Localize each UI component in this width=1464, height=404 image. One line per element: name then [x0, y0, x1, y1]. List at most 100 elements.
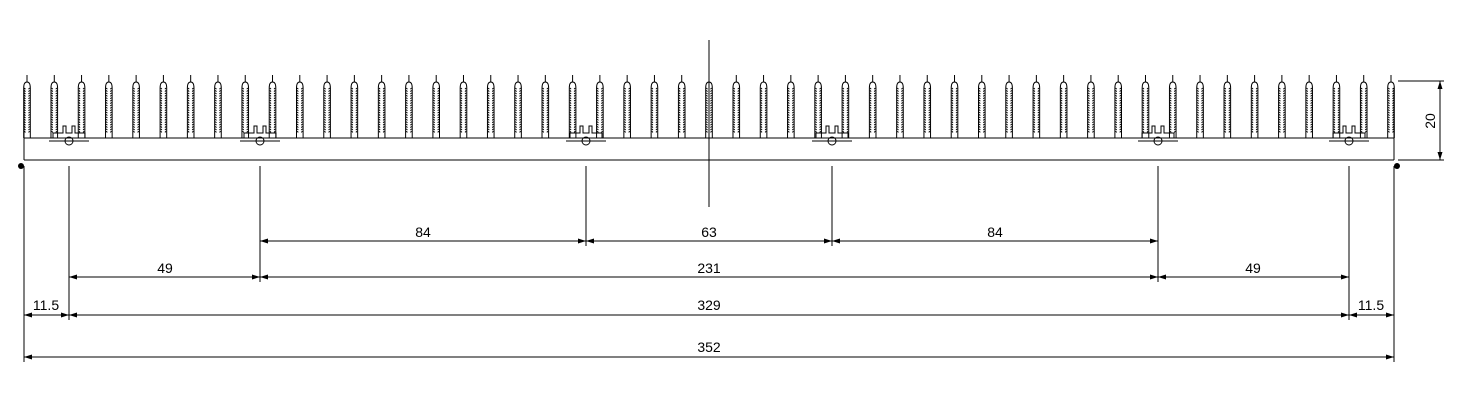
mounting-slot [243, 125, 277, 138]
dimension-arrowhead [61, 312, 69, 318]
fin-serration [242, 87, 249, 133]
fin-serration [487, 87, 494, 133]
fin-serration [78, 87, 85, 133]
dimension-labels: 84 63 84 49 231 49 11.5 329 11.5 352 20 [33, 113, 1438, 355]
fin-serration [624, 87, 631, 133]
dim-label-11-5-left: 11.5 [33, 297, 59, 313]
dim-label-231: 231 [697, 260, 721, 276]
fin-serration [1306, 87, 1313, 133]
dimension-arrowhead [69, 312, 77, 318]
fin-serration [842, 87, 849, 133]
dimension-arrowhead [832, 238, 840, 244]
fin-serration [733, 87, 740, 133]
fin-serration [1115, 87, 1122, 133]
fin-serration [1142, 87, 1149, 133]
mounting-slots [49, 125, 1369, 146]
fin-serration [978, 87, 985, 133]
dimension-arrowhead [1341, 274, 1349, 280]
dimension-arrowhead [1437, 81, 1443, 89]
fin-serration [514, 87, 522, 133]
dimension-arrowhead [1341, 312, 1349, 318]
fin-serration [133, 87, 140, 133]
mounting-slot [52, 125, 86, 138]
fin-serration [405, 87, 412, 133]
dimension-arrowhead [260, 274, 268, 280]
dimension-arrowhead [260, 238, 268, 244]
fin-serration [1087, 87, 1094, 133]
dimension-arrowhead [578, 238, 586, 244]
fin-serration [1278, 87, 1285, 133]
dim-label-11-5-right: 11.5 [1358, 297, 1384, 313]
fin-serration [787, 87, 794, 133]
fin-serration [678, 87, 685, 133]
dim-label-329: 329 [697, 297, 721, 313]
dimension-arrowhead [1349, 312, 1357, 318]
fin-serration [324, 87, 331, 133]
right-end-point [1394, 163, 1400, 169]
dim-label-84-left: 84 [415, 224, 431, 240]
fin-serration [433, 87, 440, 133]
fin-serration [1251, 87, 1258, 133]
extension-lines [23, 80, 1444, 362]
mounting-slot [569, 125, 603, 138]
fin-serration [1196, 87, 1204, 133]
dimension-arrowhead [824, 238, 832, 244]
dim-label-height: 20 [1422, 113, 1438, 129]
dimension-arrowhead [586, 238, 594, 244]
dim-label-84-right: 84 [987, 224, 1003, 240]
dimension-arrowhead [1386, 354, 1394, 360]
fin-serration [1060, 87, 1067, 133]
left-end-point [18, 163, 24, 169]
mounting-slot [815, 125, 849, 138]
fin-serration [1006, 87, 1013, 133]
fin-serration [924, 87, 931, 133]
fin-serration [705, 87, 713, 133]
dimension-arrowhead [1158, 274, 1166, 280]
fin-serration [569, 87, 576, 133]
dim-label-63: 63 [701, 224, 717, 240]
dimension-arrowhead [24, 354, 32, 360]
fin-serration [869, 87, 876, 133]
fin-serration [105, 87, 112, 133]
fin-serration [951, 87, 958, 133]
fin-serration [542, 87, 549, 133]
fin-serration [815, 87, 822, 133]
fin-serration [351, 87, 358, 133]
dimension-lines [24, 81, 1443, 360]
mounting-slot [1141, 125, 1175, 138]
fin-serration [378, 87, 385, 133]
fin-serration [760, 87, 767, 133]
fin-serration [1169, 87, 1176, 133]
fin-serration [187, 87, 194, 133]
fin-serration [23, 87, 31, 133]
dimension-arrowhead [252, 274, 260, 280]
fin-serration [1224, 87, 1231, 133]
mounting-slot [1332, 125, 1366, 138]
dimension-arrowhead [69, 274, 77, 280]
heatsink-profile [23, 75, 1395, 161]
dim-label-49-left: 49 [157, 260, 173, 276]
dimension-arrowhead [24, 312, 32, 318]
fin-serration [214, 87, 222, 133]
fin-serration [160, 87, 167, 133]
fin-array [23, 75, 1395, 138]
fin-serration [1333, 87, 1340, 133]
fin-serration [296, 87, 303, 133]
dimension-arrowhead [1437, 152, 1443, 160]
fin-serration [269, 87, 276, 133]
fin-serration [896, 87, 904, 133]
fin-serration [651, 87, 658, 133]
dimension-arrows [24, 81, 1443, 360]
fin-serration [596, 87, 603, 133]
dim-label-352: 352 [697, 339, 721, 355]
dim-label-49-right: 49 [1245, 260, 1261, 276]
fin-serration [1387, 87, 1395, 133]
fin-serration [51, 87, 58, 133]
fin-serration [1033, 87, 1040, 133]
dimension-arrowhead [1150, 238, 1158, 244]
fin-serration [1360, 87, 1367, 133]
fin-serration [460, 87, 467, 133]
dimension-arrowhead [1150, 274, 1158, 280]
dimension-arrowhead [1386, 312, 1394, 318]
